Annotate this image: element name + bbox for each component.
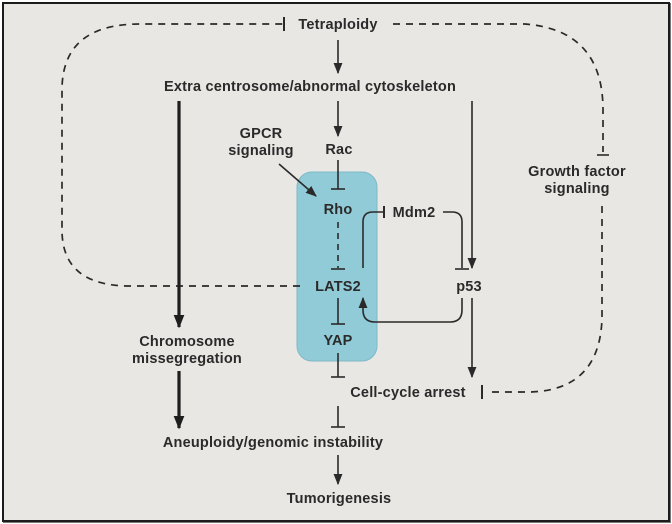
node-yap: YAP: [323, 333, 352, 349]
node-growth-factor-line1: Growth factor: [528, 164, 626, 180]
node-growth-factor-line2: signaling: [544, 181, 609, 197]
node-rac: Rac: [325, 142, 352, 158]
edge-lats2-inhibits-mdm2: [362, 211, 383, 268]
node-rho: Rho: [324, 202, 353, 218]
edge-mdm2-inhibits-p53: [443, 211, 463, 268]
lats2-module-box: [296, 171, 378, 362]
node-gpcr-signaling-line1: GPCR: [240, 126, 283, 142]
edge-gpcr-to-rho: [278, 163, 317, 197]
node-tumorigenesis: Tumorigenesis: [287, 491, 392, 507]
node-aneuploidy: Aneuploidy/genomic instability: [163, 435, 383, 451]
node-mdm2: Mdm2: [393, 205, 436, 221]
node-tetraploidy: Tetraploidy: [298, 17, 377, 33]
node-extra-centrosome: Extra centrosome/abnormal cytoskeleton: [164, 79, 456, 95]
node-cell-cycle-arrest: Cell-cycle arrest: [350, 385, 465, 401]
node-p53: p53: [456, 279, 482, 295]
node-gpcr-signaling-line2: signaling: [228, 143, 293, 159]
edge-p53-to-lats2: [358, 296, 463, 323]
node-lats2: LATS2: [315, 279, 361, 295]
node-chromosome-line2: missegregation: [132, 351, 242, 367]
edge-tetraploidy-inhibits-growth-factor: [393, 23, 604, 152]
edge-growth-factor-inhibits-cell-cycle-arrest: [488, 206, 603, 393]
node-chromosome-line1: Chromosome: [139, 334, 234, 350]
